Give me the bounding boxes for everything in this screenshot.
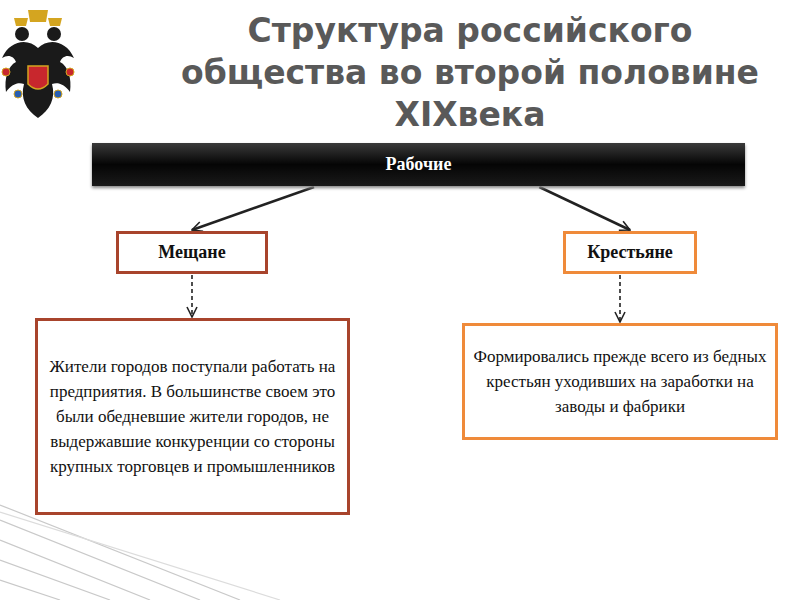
connector-arrow (191, 275, 193, 317)
slide-title: Структура российского общества во второй… (150, 10, 790, 136)
connector-arrow (192, 187, 314, 230)
node-text: Рабочие (386, 154, 452, 175)
connector-arrow (619, 275, 621, 322)
node-text: Жители городов поступали работать на пре… (46, 354, 339, 479)
group-box: Мещане (116, 231, 268, 274)
group-box: Крестьяне (563, 231, 697, 274)
description-box: Формировались прежде всего из бедных кре… (462, 323, 778, 440)
node-text: Крестьяне (587, 242, 673, 263)
category-band: Рабочие (92, 143, 745, 186)
corner-stripes (0, 505, 280, 600)
node-text: Мещане (158, 242, 225, 263)
node-text: Формировались прежде всего из бедных кре… (473, 344, 767, 419)
description-box: Жители городов поступали работать на пре… (35, 318, 350, 515)
connector-arrow (539, 187, 630, 230)
coat-of-arms (2, 10, 74, 118)
